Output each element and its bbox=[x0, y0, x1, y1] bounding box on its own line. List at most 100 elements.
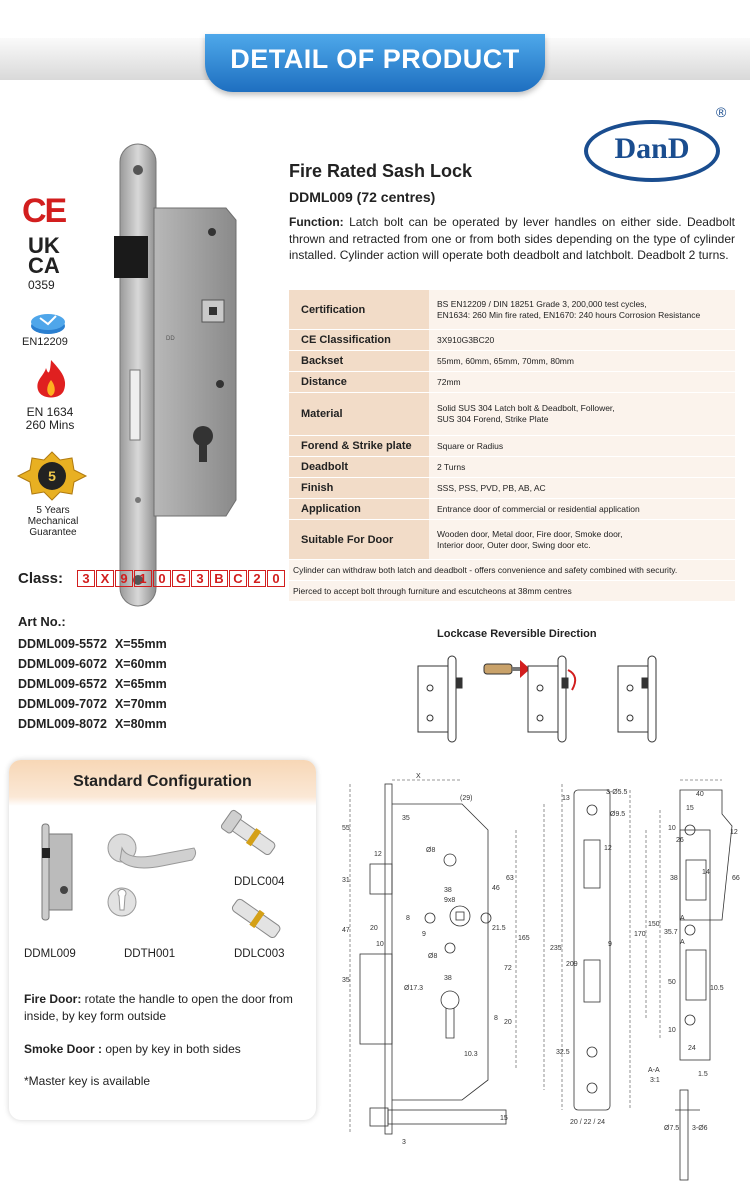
strike-170: 170 bbox=[634, 931, 646, 938]
spec-value: BS EN12209 / DIN 18251 Grade 3, 200,000 … bbox=[429, 290, 735, 329]
fire-rating-label: EN 1634 260 Mins bbox=[20, 406, 80, 432]
artno-size: X=80mm bbox=[114, 717, 167, 731]
dim-55: 55 bbox=[342, 825, 350, 832]
fire-rating-line-1: EN 1634 bbox=[26, 405, 74, 419]
dim-d17-3: Ø17.3 bbox=[404, 985, 423, 992]
ukca-number: 0359 bbox=[28, 278, 55, 292]
section-1-5: 1.5 bbox=[698, 1071, 708, 1078]
lockcase-step-3 bbox=[617, 655, 657, 743]
front-3-d5-5: 3-Ø5.5 bbox=[606, 789, 628, 796]
class-char: 1 bbox=[134, 570, 152, 587]
function-description: Function: Latch bolt can be operated by … bbox=[289, 214, 735, 264]
strike-26: 26 bbox=[676, 837, 684, 844]
spec-key: Application bbox=[289, 499, 429, 519]
class-char: 0 bbox=[267, 570, 285, 587]
product-title: Fire Rated Sash Lock bbox=[289, 161, 473, 181]
front-32-5: 32.5 bbox=[556, 1049, 570, 1056]
class-char: C bbox=[229, 570, 247, 587]
spec-value: 2 Turns bbox=[429, 457, 735, 477]
class-char: X bbox=[96, 570, 114, 587]
registered-mark: ® bbox=[716, 104, 727, 120]
spec-value: Entrance door of commercial or residenti… bbox=[429, 499, 735, 519]
warranty-line-1: 5 Years bbox=[36, 505, 70, 516]
spec-key: Finish bbox=[289, 478, 429, 498]
strike-15: 15 bbox=[686, 805, 694, 812]
strike-24: 24 bbox=[688, 1045, 696, 1052]
strike-10: 10 bbox=[668, 825, 676, 832]
artno-size: X=55mm bbox=[114, 637, 167, 651]
dim-72: 72 bbox=[504, 965, 512, 972]
drawing-labels: X (29) 55 35 12 Ø8 63 46 31 38 9x8 8 9 4… bbox=[342, 773, 740, 1146]
svg-text:5: 5 bbox=[48, 468, 56, 484]
dim-15: 15 bbox=[500, 1115, 508, 1122]
dim-9: 9 bbox=[422, 931, 426, 938]
spec-value: Solid SUS 304 Latch bolt & Deadbolt, Fol… bbox=[429, 393, 735, 435]
brand-logo-text: DanD bbox=[614, 132, 690, 165]
dim-8: 8 bbox=[406, 915, 410, 922]
dim-46: 46 bbox=[492, 885, 500, 892]
lockcase-step-2 bbox=[527, 655, 577, 743]
strike-40: 40 bbox=[696, 791, 704, 798]
dim-12: 12 bbox=[374, 851, 382, 858]
class-label: Class: bbox=[18, 570, 64, 587]
page-title: DETAIL OF PRODUCT bbox=[230, 44, 520, 74]
strike-a-top: A bbox=[680, 915, 685, 922]
strike-35-7: 35.7 bbox=[664, 929, 678, 936]
spec-value: Square or Radius bbox=[429, 436, 735, 456]
brand-logo bbox=[584, 120, 720, 182]
dim-31: 31 bbox=[342, 877, 350, 884]
function-text: Latch bolt can be operated by lever hand… bbox=[289, 215, 735, 262]
spec-key: Forend & Strike plate bbox=[289, 436, 429, 456]
ukca-line-1: UK bbox=[28, 233, 60, 258]
lever-handle-icon bbox=[107, 833, 197, 917]
fire-door-note: Fire Door: rotate the handle to open the… bbox=[24, 991, 304, 1025]
front-d9-5: Ø9.5 bbox=[610, 811, 625, 818]
dim-38: 38 bbox=[444, 887, 452, 894]
class-char: B bbox=[210, 570, 228, 587]
lockcase-thumbnail bbox=[41, 823, 73, 921]
artno-title: Art No.: bbox=[18, 614, 66, 629]
front-13: 13 bbox=[562, 795, 570, 802]
strike-66: 66 bbox=[732, 875, 740, 882]
front-9: 9 bbox=[608, 941, 612, 948]
artno-size: X=65mm bbox=[114, 677, 167, 691]
spec-value: Wooden door, Metal door, Fire door, Smok… bbox=[429, 520, 735, 559]
dim-47: 47 bbox=[342, 927, 350, 934]
warranty-label: 5 Years Mechanical Guarantee bbox=[14, 505, 92, 538]
section-3-d6: 3-Ø6 bbox=[692, 1125, 708, 1132]
dim-35-2: 35 bbox=[342, 977, 350, 984]
spec-key: Deadbolt bbox=[289, 457, 429, 477]
dim-x: X bbox=[416, 773, 421, 780]
fire-rating-icon bbox=[37, 360, 66, 398]
en12209-icon bbox=[31, 314, 65, 334]
spec-note: Cylinder can withdraw both latch and dea… bbox=[289, 560, 735, 581]
dim-21-5: 21.5 bbox=[492, 925, 506, 932]
fire-door-text: rotate the handle to open the door from … bbox=[24, 992, 293, 1023]
reversible-diagram bbox=[417, 655, 657, 743]
config-item-label: DDLC004 bbox=[234, 876, 285, 888]
config-item-label: DDML009 bbox=[24, 948, 76, 960]
fire-rating-line-2: 260 Mins bbox=[25, 418, 75, 432]
lockcase-step-1 bbox=[417, 655, 463, 743]
front-12: 12 bbox=[604, 845, 612, 852]
class-char: 0 bbox=[153, 570, 171, 587]
class-char: 9 bbox=[115, 570, 133, 587]
dim-35: 35 bbox=[402, 815, 410, 822]
dim-10-3: 10.3 bbox=[464, 1051, 478, 1058]
strike-14: 14 bbox=[702, 869, 710, 876]
strike-150: 150 bbox=[648, 921, 660, 928]
dim-20-2: 20 bbox=[504, 1019, 512, 1026]
ukca-mark: UK CA bbox=[28, 233, 60, 277]
class-code-boxes: 3 X 9 1 0 G 3 B C 2 0 bbox=[77, 570, 286, 587]
artno-code: DDML009-7072 bbox=[18, 697, 107, 711]
spec-value: 55mm, 60mm, 65mm, 70mm, 80mm bbox=[429, 351, 735, 371]
ce-mark: CE bbox=[22, 192, 67, 230]
